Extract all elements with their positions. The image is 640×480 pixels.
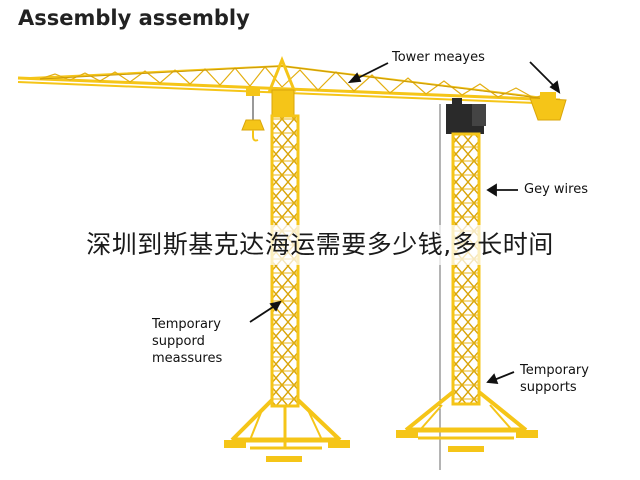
label-temporary-supports: Temporary supports (520, 362, 589, 396)
right-crane-mast (451, 132, 481, 406)
label-temporary-supports-line1: Temporary (520, 363, 589, 378)
left-crane-cab (271, 89, 295, 117)
left-crane-feet (224, 440, 350, 462)
label-temporary-supports-line2: supports (520, 380, 577, 395)
arrow-temporary-supports (486, 371, 515, 385)
label-gey-wires: Gey wires (524, 182, 588, 197)
arrow-tower-meayes (347, 62, 389, 84)
overlay-caption: 深圳到斯基克达海运需要多少钱,多长时间 (0, 225, 640, 265)
left-crane-apex (267, 55, 297, 92)
hook-icon (252, 130, 259, 142)
label-temporary-suppord: Temporary suppord meassures (152, 316, 222, 367)
annotation-arrows (249, 61, 561, 385)
arrow-tower-meayes-tip (529, 61, 561, 94)
diagram-title: Assembly assembly (18, 6, 250, 30)
arrow-temporary-suppord (249, 300, 282, 323)
arrow-gey-wires (486, 183, 518, 197)
right-crane (396, 98, 538, 470)
trolley-block (246, 88, 260, 96)
label-temporary-suppord-line1: Temporary (152, 317, 221, 332)
label-tower-meayes: Tower meayes (392, 50, 485, 65)
jib-tip-bucket (529, 97, 567, 121)
hook-block (241, 119, 265, 131)
left-crane-temporary-supports (230, 398, 342, 450)
right-crane-feet (396, 430, 538, 452)
right-crane-temporary-supports (404, 390, 528, 440)
label-temporary-suppord-line3: meassures (152, 351, 223, 366)
label-temporary-suppord-line2: suppord (152, 334, 205, 349)
